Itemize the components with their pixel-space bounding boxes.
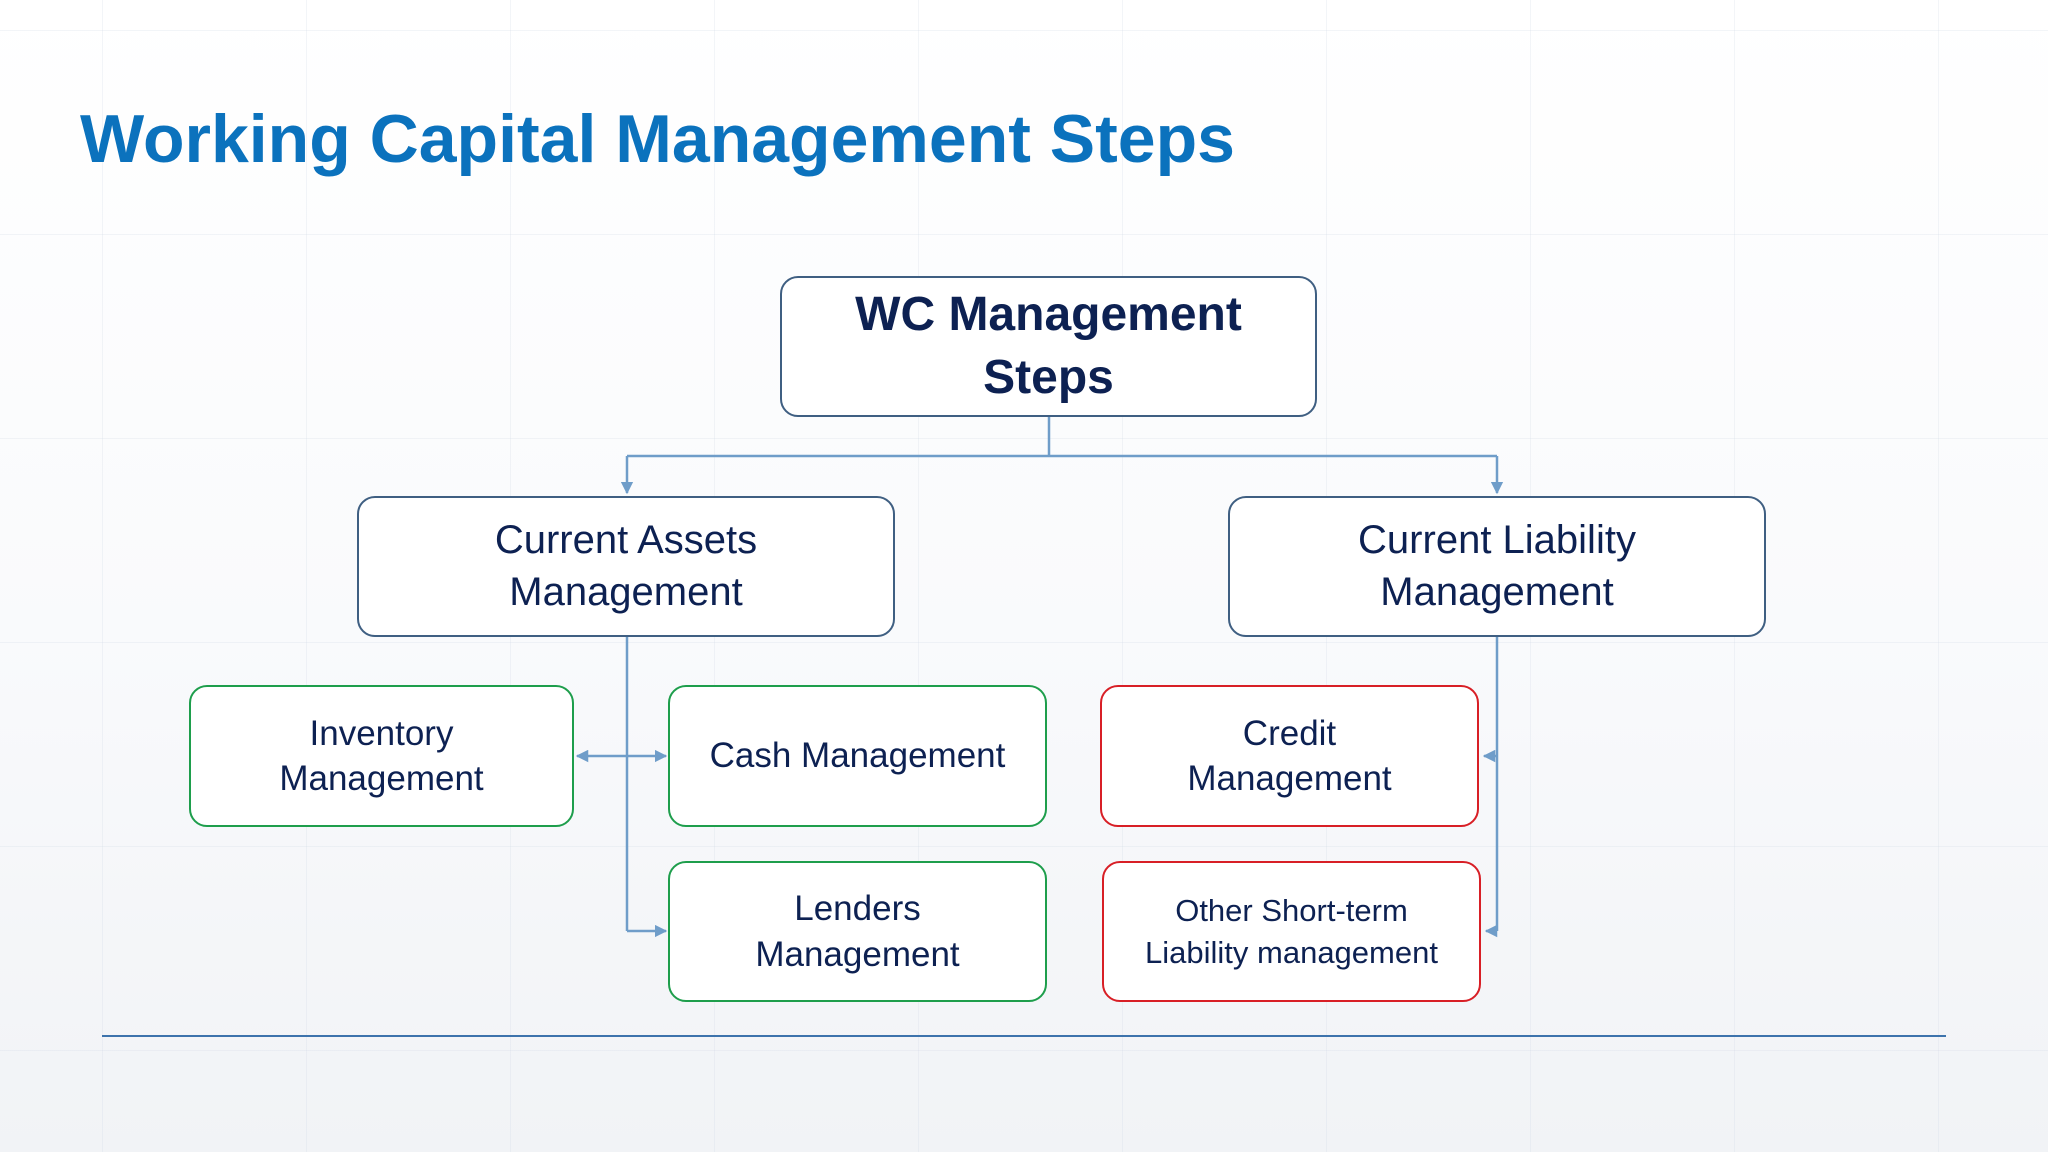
current-liability-line-1: Current Liability (1358, 518, 1636, 563)
root-node-line-1: WC Management (855, 288, 1242, 342)
inventory-line-1: Inventory (309, 713, 454, 753)
branch-node-current-assets: Current Assets Management (357, 496, 895, 637)
branch-node-current-liability: Current Liability Management (1228, 496, 1766, 637)
other-line-1: Other Short-term (1175, 892, 1408, 928)
root-node-line-2: Steps (983, 350, 1114, 404)
slide-title: Working Capital Management Steps (80, 101, 1235, 177)
current-assets-line-1: Current Assets (494, 518, 758, 563)
leaf-node-inventory-management: Inventory Management (189, 685, 574, 827)
cash-line-1: Cash Management (709, 736, 1006, 776)
lenders-line-2: Management (755, 934, 960, 974)
root-node-wc-management-steps: WC Management Steps (780, 276, 1317, 417)
other-line-2: Liability management (1145, 934, 1438, 970)
leaf-node-cash-management: Cash Management (668, 685, 1047, 827)
credit-line-2: Management (1187, 759, 1392, 798)
credit-line-1: Credit (1242, 713, 1337, 753)
leaf-node-credit-management: Credit Management (1100, 685, 1479, 827)
footer-divider (102, 1035, 1946, 1037)
current-assets-line-2: Management (509, 569, 743, 614)
current-liability-line-2: Management (1380, 569, 1614, 614)
leaf-node-lenders-management: Lenders Management (668, 861, 1047, 1002)
lenders-line-1: Lenders (794, 889, 921, 928)
leaf-node-other-short-term-liability: Other Short-term Liability management (1102, 861, 1481, 1002)
inventory-line-2: Management (279, 759, 484, 798)
